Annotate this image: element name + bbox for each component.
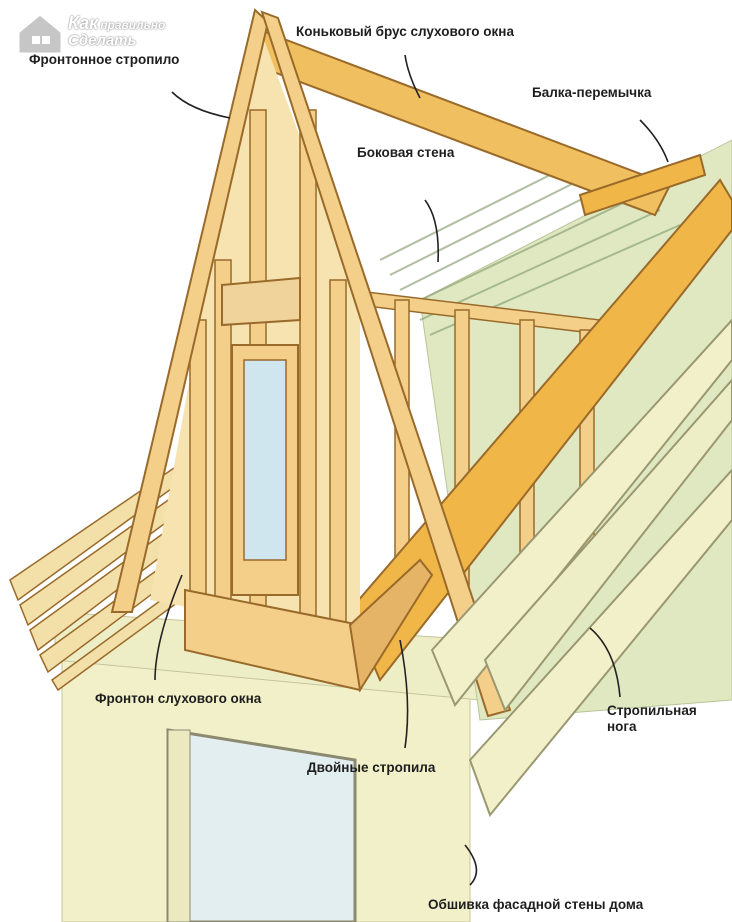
double-rafter (483, 378, 732, 712)
leader-facade (464, 844, 478, 886)
gable-rafter-right (260, 10, 512, 718)
leader-lines (154, 54, 669, 886)
label-rafter-leg: Стропильная нога (607, 703, 697, 734)
window-glass (243, 359, 287, 561)
label-rafter-leg-line2: нога (607, 718, 637, 734)
leader-header (639, 119, 669, 163)
header-beam (578, 153, 707, 217)
side-sill (348, 558, 434, 693)
label-header-beam: Балка-перемычка (532, 85, 652, 100)
leader-double-rafters (399, 639, 409, 749)
leader-dormer-gable (154, 574, 183, 681)
label-facade-sheathing: Обшивка фасадной стены дома (428, 897, 644, 912)
leader-side-wall (424, 199, 440, 263)
label-rafter-leg-line1: Стропильная (607, 703, 697, 718)
leader-ridge (404, 54, 421, 99)
watermark-line1: Как (68, 13, 99, 33)
label-dormer-gable: Фронтон слухового окна (95, 691, 262, 706)
door-jamb-left (167, 729, 191, 922)
watermark-line1-small: правильно (100, 18, 166, 32)
watermark-logo (16, 12, 64, 56)
label-double-rafters: Двойные стропила (307, 760, 436, 775)
leader-gable-rafter (171, 91, 231, 119)
door-opening (166, 728, 357, 922)
leader-rafter-leg (589, 627, 621, 698)
watermark-line2: Сделать (68, 32, 137, 49)
label-side-wall: Боковая стена (357, 145, 455, 160)
rafter-leg-front (468, 468, 732, 817)
rafter-leg-2 (430, 318, 732, 707)
label-ridge-beam: Коньковый брус слухового окна (296, 24, 514, 39)
window-header (221, 276, 301, 327)
label-gable-rafter: Фронтонное стропило (29, 52, 180, 67)
